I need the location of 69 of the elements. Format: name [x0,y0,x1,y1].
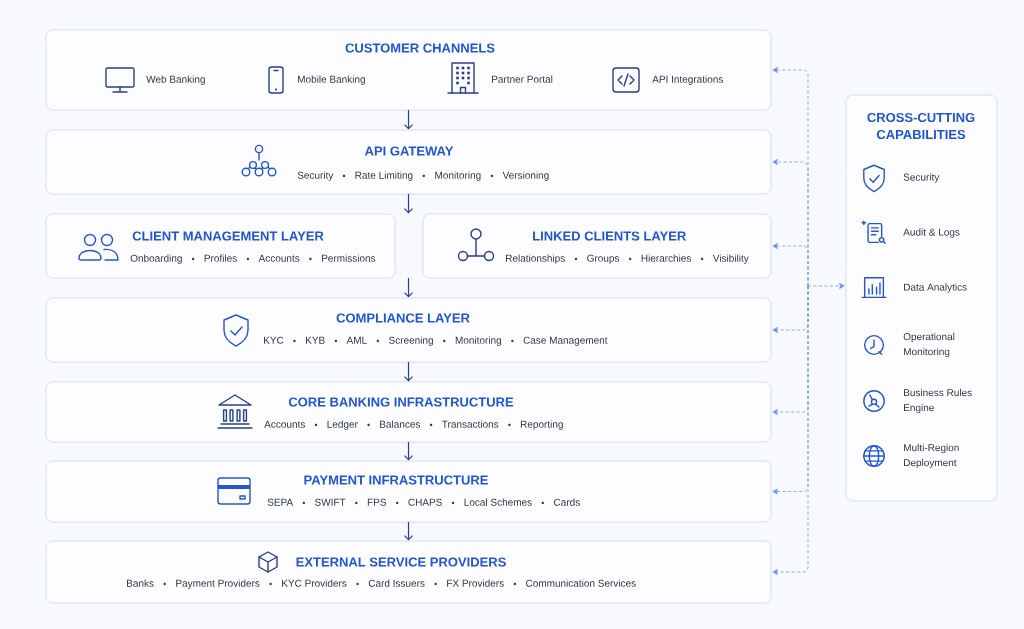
capability-label: Data Analytics [904,283,967,293]
item-label: KYC Providers [282,579,347,587]
layer-box [45,129,772,195]
item-label: Payment Providers [176,579,260,589]
layer-title: CUSTOMER CHANNELS [345,43,495,53]
item-label: CHAPS [408,498,442,506]
layer-box [45,460,772,523]
layer-box [45,381,772,443]
arrow [403,277,414,298]
layer-title: COMPLIANCE LAYER [336,313,470,323]
capability-label: Security [903,173,940,183]
layer-box [45,213,396,279]
layer-box [45,297,772,363]
arrow [403,361,414,382]
item-label: KYC [264,336,284,344]
panel-title: CROSS-CUTTING CAPABILITIES [867,112,975,140]
item-label: Accounts [258,254,300,262]
item-label: Hierarchies [641,254,692,262]
item-label: Card Issuers [368,579,425,587]
item-label: Groups [587,254,620,264]
item-label: Relationships [506,254,565,264]
item-label: Security [297,171,334,181]
channel-label: API Integrations [652,75,723,85]
layer-box [45,540,772,604]
layer-title: PAYMENT INFRASTRUCTURE [304,475,488,485]
channel-label: Mobile Banking [298,75,365,85]
item-label: Monitoring [455,336,501,346]
channel-label: Partner Portal [492,75,553,83]
item-label: Cards [554,498,580,506]
item-label: Monitoring [435,171,481,181]
dashed-arrow [772,67,845,575]
item-label: Rate Limiting [355,171,413,181]
side-panel [845,94,998,502]
item-label: Ledger [327,420,358,430]
arrow [403,109,414,130]
item-label: SEPA [267,498,294,506]
layer-title: API GATEWAY [364,146,454,156]
item-label: Screening [389,336,433,346]
item-label: Reporting [520,420,563,430]
layer-title: CLIENT MANAGEMENT LAYER [132,231,324,241]
item-label: Banks [127,579,154,587]
layer-title: CORE BANKING INFRASTRUCTURE [288,397,514,407]
item-label: Versioning [502,171,549,181]
item-label: FPS [367,498,387,506]
arrow [403,521,414,541]
layer-box [422,213,772,279]
item-label: Visibility [712,254,749,264]
item-label: Transactions [442,420,499,428]
item-label: AML [346,336,367,344]
item-label: Onboarding [130,254,182,264]
layer-title: LINKED CLIENTS LAYER [533,231,687,241]
capability-label: Audit & Logs [903,228,960,238]
item-label: KYB [306,336,325,344]
item-label: Permissions [321,254,376,262]
capability-label: Business Rules Engine [904,388,972,414]
item-label: SWIFT [315,498,346,506]
item-label: Communication Services [526,579,636,587]
item-label: Local Schemes [464,498,532,506]
item-label: Balances [380,420,421,428]
item-label: FX Providers [447,579,504,587]
channel-label: Web Banking [146,75,205,85]
capability-label: Operational Monitoring [903,332,955,358]
layer-box [45,29,772,111]
item-label: Profiles [204,254,237,262]
item-label: Case Management [523,336,608,346]
item-label: Accounts [264,420,305,428]
layer-title: EXTERNAL SERVICE PROVIDERS [296,557,506,567]
capability-label: Multi-Region Deployment [904,443,959,469]
arrow [403,441,414,461]
